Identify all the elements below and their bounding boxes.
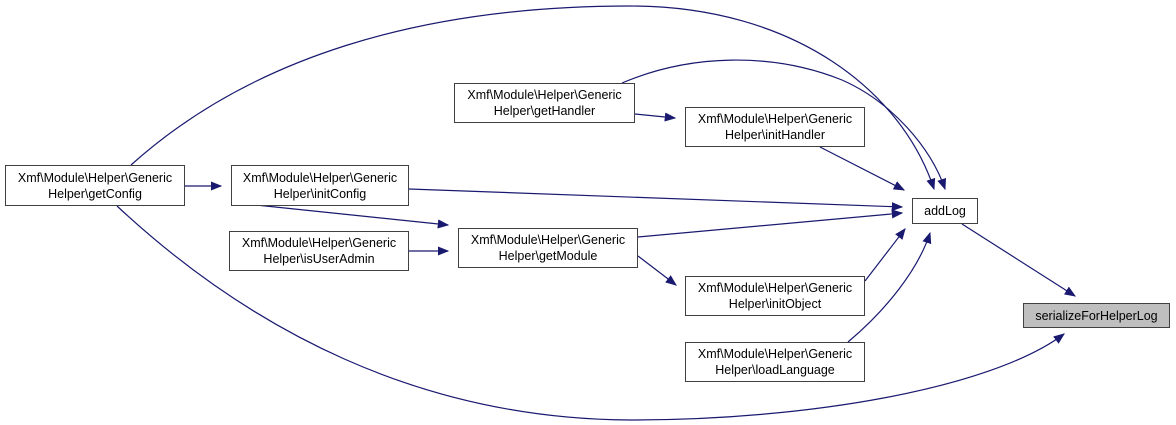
node-loadLanguage[interactable]: Xmf\Module\Helper\Generic Helper\loadLan… <box>685 342 865 382</box>
node-label: Xmf\Module\Helper\Generic <box>697 347 853 361</box>
node-label: Xmf\Module\Helper\Generic <box>470 233 626 247</box>
node-label: Helper\isUserAdmin <box>263 252 375 266</box>
edge-initConfig-addLog <box>408 188 904 212</box>
edge-initConfig-getModule <box>255 204 450 229</box>
node-label: serializeForHelperLog <box>1035 308 1158 323</box>
node-label: Helper\loadLanguage <box>715 363 835 377</box>
edge-getConfig-addLog <box>130 5 936 191</box>
node-label: Xmf\Module\Helper\Generic <box>17 170 173 185</box>
node-serializeForHelperLog: serializeForHelperLog <box>1023 303 1170 328</box>
node-getHandler[interactable]: Xmf\Module\Helper\Generic Helper\getHand… <box>454 83 635 123</box>
node-isUserAdmin[interactable]: Xmf\Module\Helper\Generic Helper\isUserA… <box>229 231 409 271</box>
node-addLog[interactable]: addLog <box>912 198 978 224</box>
node-initHandler[interactable]: Xmf\Module\Helper\Generic Helper\initHan… <box>685 107 865 147</box>
edge-initHandler-addLog <box>819 146 906 191</box>
node-label: Helper\initObject <box>728 297 822 311</box>
node-label: addLog <box>924 204 966 218</box>
node-label: Xmf\Module\Helper\Generic <box>467 88 622 102</box>
node-label: Xmf\Module\Helper\Generic <box>241 236 397 250</box>
node-label: Helper\initHandler <box>724 128 826 142</box>
edge-getConfig-serializeForHelperLog <box>116 205 1065 421</box>
edge-loadLanguage-addLog <box>847 231 932 343</box>
node-getConfig[interactable]: Xmf\Module\Helper\Generic Helper\getConf… <box>5 165 185 206</box>
node-getModule[interactable]: Xmf\Module\Helper\Generic Helper\getModu… <box>458 228 638 268</box>
node-label: Helper\getConfig <box>48 186 142 201</box>
node-initObject[interactable]: Xmf\Module\Helper\Generic Helper\initObj… <box>685 276 865 316</box>
node-label: Xmf\Module\Helper\Generic <box>697 112 853 126</box>
node-label: Xmf\Module\Helper\Generic <box>242 170 398 185</box>
edge-getHandler-addLog <box>621 59 947 191</box>
edge-initObject-addLog <box>864 228 906 282</box>
edge-getModule-addLog <box>637 209 904 238</box>
edge-addLog-serializeForHelperLog <box>961 223 1077 297</box>
node-label: Xmf\Module\Helper\Generic <box>697 281 853 295</box>
node-label: Helper\initConfig <box>273 186 367 201</box>
node-label: Helper\getModule <box>498 249 598 263</box>
edge-getHandler-initHandler <box>634 112 677 122</box>
node-label: Helper\getHandler <box>493 104 596 118</box>
edge-getModule-initObject <box>637 255 677 286</box>
node-initConfig[interactable]: Xmf\Module\Helper\Generic Helper\initCon… <box>231 165 409 206</box>
